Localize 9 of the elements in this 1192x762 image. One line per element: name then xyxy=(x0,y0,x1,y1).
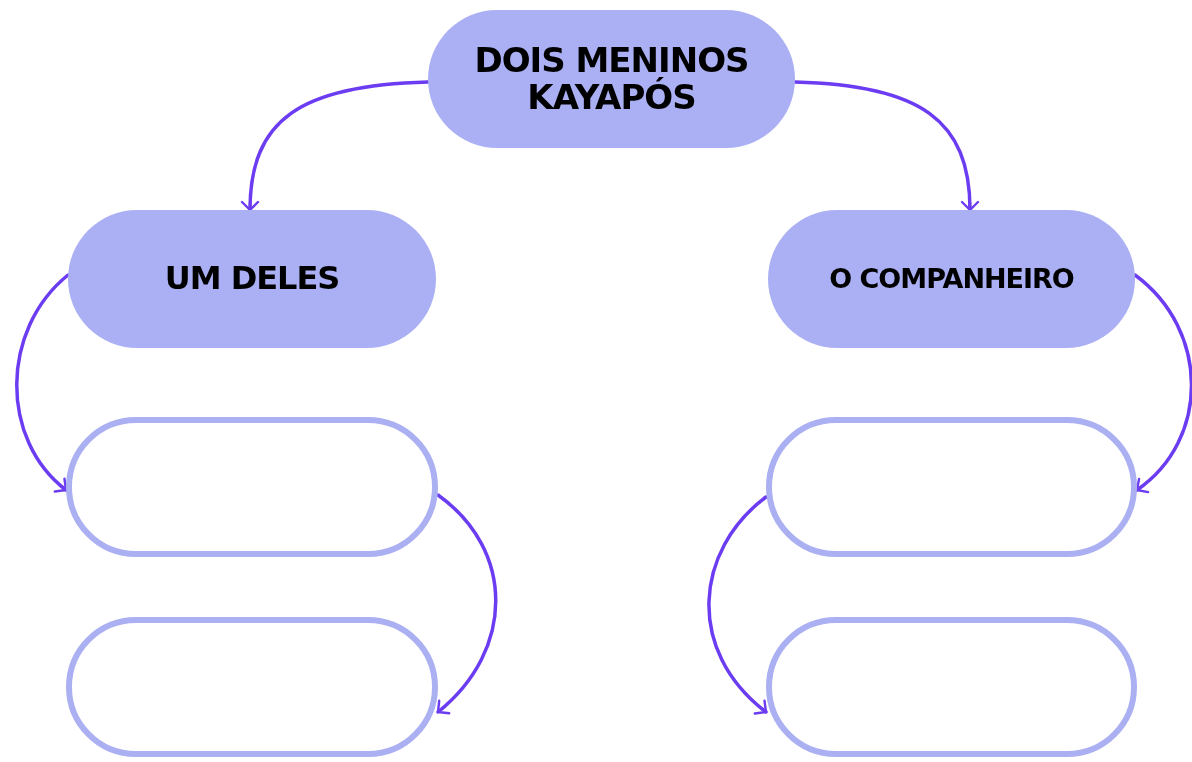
curved-arrow xyxy=(436,493,498,714)
curved-arrow xyxy=(15,273,70,492)
box-label: UM DELES xyxy=(163,261,341,297)
box-label: O COMPANHEIRO xyxy=(828,264,1075,294)
curved-arrow xyxy=(241,80,430,212)
curved-arrow xyxy=(1133,273,1192,493)
box-label: DOIS MENINOS KAYAPÓS xyxy=(473,41,750,117)
curved-arrow xyxy=(793,80,979,212)
curved-arrow xyxy=(707,495,768,714)
